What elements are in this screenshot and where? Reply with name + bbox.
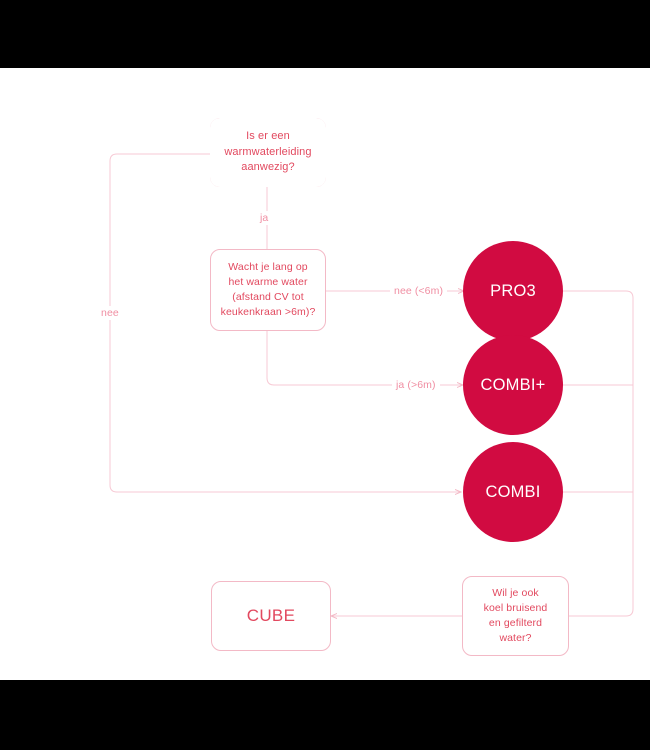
decision-warmwaterleiding[interactable] (210, 118, 326, 187)
edge-label-ja: ja (256, 211, 273, 225)
edge-label-nee: nee (97, 306, 123, 320)
q2-line-4: keukenkraan >6m)? (220, 306, 316, 319)
edge-pro3-to-trunk (563, 290, 634, 617)
q3-line-3: en gefilterd (488, 617, 543, 629)
flowchart-edges (109, 153, 634, 680)
letterbox-top (0, 0, 650, 68)
edge-q1-nee-to-combi (109, 153, 210, 493)
flowchart-canvas: Is er een warmwaterleiding aanwezig? Wac… (0, 68, 650, 680)
q3-line-2: koel bruisend (483, 601, 548, 614)
result-pro3[interactable]: PRO3 (463, 241, 563, 341)
decision-bruisend-gefilterd[interactable]: Wil je ook koel bruisend en gefilterd wa… (462, 576, 569, 656)
edge-label-ja-gt6m: ja (>6m) (392, 378, 440, 392)
letterbox-bottom (0, 680, 650, 750)
q2-line-2: het warme water (228, 275, 308, 288)
result-combi[interactable]: COMBI (463, 442, 563, 542)
result-pro3-label: PRO3 (490, 281, 536, 300)
result-combiplus-label: COMBI+ (480, 375, 546, 394)
result-cube-label: CUBE (246, 606, 296, 625)
q2-line-3: (afstand CV tot (232, 291, 304, 303)
edge-label-nee-lt6m: nee (<6m) (390, 284, 448, 298)
q3-line-1: Wil je ook (492, 586, 539, 599)
result-cube[interactable]: CUBE (211, 581, 331, 651)
result-combi-label: COMBI (485, 482, 541, 501)
result-combiplus[interactable]: COMBI+ (463, 335, 563, 435)
edge-q2-ja-to-combiplus (266, 331, 463, 385)
decision-wachttijd[interactable]: Wacht je lang op het warme water (afstan… (210, 249, 326, 331)
q2-line-1: Wacht je lang op (228, 260, 308, 273)
q3-line-4: water? (499, 632, 532, 645)
